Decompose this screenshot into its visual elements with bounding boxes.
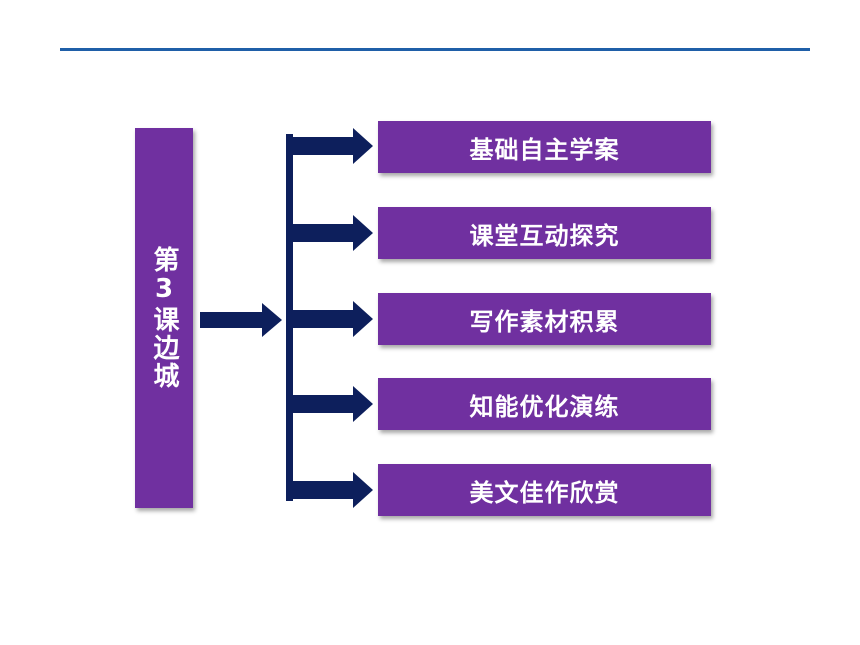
lesson-title: 第3课边城 (149, 246, 179, 390)
menu-item-classroom-inquiry[interactable]: 课堂互动探究 (378, 207, 711, 259)
menu-item-basic-study[interactable]: 基础自主学案 (378, 121, 711, 173)
header-rule (60, 48, 810, 51)
menu-item-label: 知能优化演练 (469, 392, 620, 421)
branch-arrow-4 (293, 386, 373, 422)
branch-line (286, 134, 293, 501)
menu-item-label: 课堂互动探究 (469, 221, 620, 250)
main-arrow (200, 303, 282, 337)
branch-arrow-3 (293, 301, 373, 337)
menu-item-essay-appreciation[interactable]: 美文佳作欣赏 (378, 464, 711, 516)
lesson-title-box: 第3课边城 (135, 128, 193, 508)
menu-item-label: 基础自主学案 (469, 135, 620, 164)
branch-arrow-2 (293, 215, 373, 251)
menu-item-writing-material[interactable]: 写作素材积累 (378, 293, 711, 345)
menu-item-label: 写作素材积累 (469, 307, 620, 336)
menu-item-practice[interactable]: 知能优化演练 (378, 378, 711, 430)
branch-arrow-1 (293, 128, 373, 164)
menu-item-label: 美文佳作欣赏 (469, 478, 620, 507)
branch-arrow-5 (293, 472, 373, 508)
